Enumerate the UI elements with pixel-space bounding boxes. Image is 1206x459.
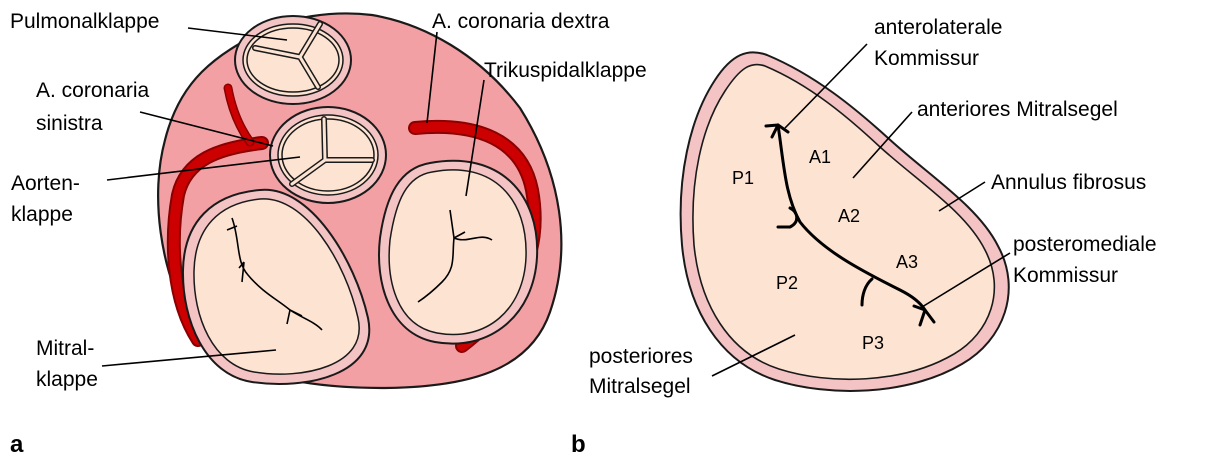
label-coronaria-dextra: A. coronaria dextra (432, 10, 610, 33)
segment-a1: A1 (809, 147, 831, 167)
panel-label-a: a (10, 431, 24, 458)
aortic-valve (270, 107, 386, 203)
panel-a: Pulmonalklappe A. coronaria sinistra Aor… (10, 10, 647, 458)
label-annulus-fibrosus: Annulus fibrosus (991, 171, 1146, 194)
label-posteromediale-line2: Kommissur (1013, 264, 1118, 287)
label-trikuspidalklappe: Trikuspidalklappe (484, 59, 647, 82)
segment-p2: P2 (776, 273, 798, 293)
pulmonary-valve (235, 16, 351, 104)
label-anteriores-mitralsegel: anteriores Mitralsegel (917, 98, 1118, 121)
segment-a2: A2 (838, 206, 860, 226)
label-mitralklappe-line2: klappe (36, 368, 98, 391)
panel-b: P1 A1 A2 A3 P2 P3 anterolaterale Kommiss… (571, 16, 1157, 458)
label-aortenklappe-line1: Aorten- (11, 172, 80, 195)
label-posteromediale-line1: posteromediale (1013, 233, 1157, 256)
label-anterolaterale-line1: anterolaterale (874, 16, 1002, 39)
segment-a3: A3 (896, 252, 918, 272)
segment-p3: P3 (862, 333, 884, 353)
label-coronaria-sinistra-line2: sinistra (36, 112, 103, 135)
panel-label-b: b (571, 431, 586, 458)
label-posteriores-line2: Mitralsegel (589, 375, 691, 398)
label-pulmonalklappe: Pulmonalklappe (10, 10, 159, 33)
tricuspid-valve (379, 161, 537, 344)
segment-p1: P1 (732, 168, 754, 188)
label-aortenklappe-line2: klappe (11, 203, 73, 226)
label-mitralklappe-line1: Mitral- (36, 337, 94, 360)
label-anterolaterale-line2: Kommissur (874, 47, 979, 70)
label-coronaria-sinistra-line1: A. coronaria (36, 79, 150, 102)
label-posteriores-line1: posteriores (589, 345, 693, 368)
